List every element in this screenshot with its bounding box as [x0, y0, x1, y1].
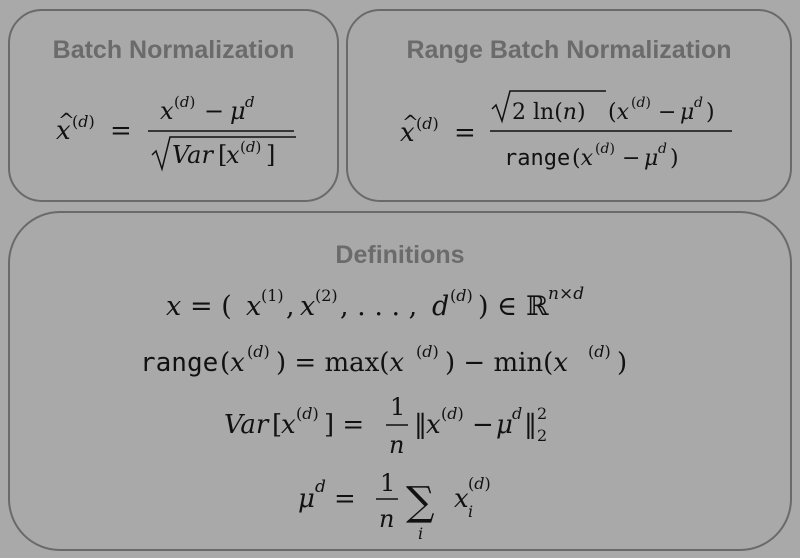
svg-text:∑: ∑ [406, 479, 435, 525]
definition-variance: Var [ x (d) ] = 1 n ‖ x (d) − μ d ‖ 2 2 [224, 393, 547, 459]
svg-text:(x: (x [220, 348, 245, 378]
svg-text:2: 2 [537, 426, 547, 445]
definitions-title: Definitions [335, 241, 465, 269]
svg-text:x: x [160, 97, 174, 125]
svg-text:x: x [166, 291, 181, 322]
svg-text:x: x [400, 118, 415, 148]
svg-text:‖: ‖ [414, 410, 427, 440]
svg-text:2: 2 [537, 404, 547, 423]
svg-text:range: range [504, 146, 570, 171]
svg-text:x: x [56, 116, 71, 146]
svg-text:d: d [432, 291, 449, 322]
svg-text:(d): (d) [631, 95, 651, 111]
svg-text:) − min(x: ) − min(x [445, 348, 568, 378]
svg-text:x: x [454, 484, 469, 514]
svg-text:(d): (d) [441, 404, 464, 423]
svg-text:range: range [140, 348, 218, 378]
svg-text:(d): (d) [450, 286, 473, 305]
svg-text:Var: Var [172, 141, 214, 169]
svg-text:=: = [454, 118, 476, 148]
svg-text:(x: (x [608, 100, 630, 125]
range-batch-normalization-formula: x ^ (d) = 2 ln(n) (x (d) − μ d ) range (… [400, 90, 732, 171]
batch-normalization-title: Batch Normalization [52, 36, 295, 64]
svg-text:d: d [694, 95, 703, 111]
svg-text:d: d [245, 93, 255, 111]
svg-text:μ: μ [644, 146, 658, 171]
svg-text:i: i [418, 524, 423, 543]
svg-text:x: x [226, 141, 240, 169]
svg-text:μ: μ [230, 97, 246, 125]
svg-text:μ: μ [298, 484, 315, 514]
svg-text:1: 1 [390, 393, 405, 421]
svg-text:= (: = ( [190, 291, 232, 322]
svg-text:): ) [670, 146, 679, 171]
svg-text:, . . . ,: , . . . , [340, 291, 417, 322]
svg-text:‖: ‖ [524, 410, 537, 440]
svg-text:^: ^ [58, 108, 75, 132]
svg-text:=: = [110, 116, 132, 146]
svg-text:−: − [204, 97, 224, 125]
svg-text:μ: μ [496, 410, 513, 440]
svg-text:−: − [622, 146, 640, 171]
svg-text:x: x [426, 410, 441, 440]
svg-text:(d): (d) [468, 474, 491, 493]
definition-range: range (x (d) ) = max(x (d) ) − min(x (d)… [140, 342, 627, 378]
svg-text:i: i [468, 502, 473, 521]
svg-text:^: ^ [402, 110, 419, 134]
svg-text:] =: ] = [324, 410, 364, 440]
svg-text:(2): (2) [315, 286, 338, 305]
svg-text:]: ] [266, 141, 275, 169]
svg-text:−: − [472, 410, 494, 440]
svg-text:): ) [617, 348, 627, 378]
definitions-panel: Definitions x = ( x (1) , x (2) , . . . … [8, 211, 792, 551]
svg-text:μ: μ [680, 100, 694, 125]
svg-text:x: x [300, 291, 315, 322]
svg-text:(d): (d) [416, 114, 439, 133]
range-batch-normalization-panel: Range Batch Normalization x ^ (d) = 2 ln… [346, 9, 792, 202]
svg-text:n: n [389, 431, 404, 459]
svg-text:n×d: n×d [548, 284, 584, 304]
svg-text:(1): (1) [261, 286, 284, 305]
batch-normalization-panel: Batch Normalization x ^ (d) = x (d) − μ … [8, 9, 339, 202]
svg-text:,: , [286, 291, 295, 322]
definition-x: x = ( x (1) , x (2) , . . . , d (d) ) ∈ … [166, 284, 584, 322]
svg-text:n: n [379, 505, 394, 533]
svg-text:) ∈: ) ∈ [478, 291, 517, 322]
range-batch-normalization-title: Range Batch Normalization [406, 36, 732, 64]
svg-text:x: x [281, 410, 296, 440]
svg-text:(d): (d) [240, 138, 261, 156]
svg-text:Var: Var [224, 410, 270, 440]
svg-text:(d): (d) [174, 93, 195, 111]
svg-text:[: [ [218, 141, 227, 169]
svg-text:=: = [334, 484, 356, 514]
svg-text:1: 1 [380, 469, 395, 497]
definition-mean: μ d = 1 n ∑ i x i (d) [298, 469, 491, 543]
svg-text:ℝ: ℝ [526, 291, 549, 322]
svg-text:): ) [706, 100, 715, 125]
batch-normalization-formula: x ^ (d) = x (d) − μ d Var [ x (d) ] [56, 93, 296, 172]
svg-text:(x: (x [572, 146, 594, 171]
svg-text:(d): (d) [595, 141, 615, 157]
svg-text:d: d [658, 141, 667, 157]
svg-text:(d): (d) [588, 342, 611, 361]
svg-text:[: [ [272, 410, 282, 440]
svg-text:(d): (d) [416, 342, 439, 361]
svg-text:(d): (d) [296, 404, 319, 423]
svg-text:−: − [658, 100, 676, 125]
svg-text:(d): (d) [72, 112, 95, 131]
svg-text:x: x [246, 291, 261, 322]
svg-text:) = max(x: ) = max(x [276, 348, 404, 378]
svg-text:(d): (d) [247, 342, 270, 361]
svg-text:d: d [315, 477, 326, 497]
svg-text:d: d [512, 404, 522, 423]
svg-text:2 ln(n): 2 ln(n) [512, 100, 586, 125]
